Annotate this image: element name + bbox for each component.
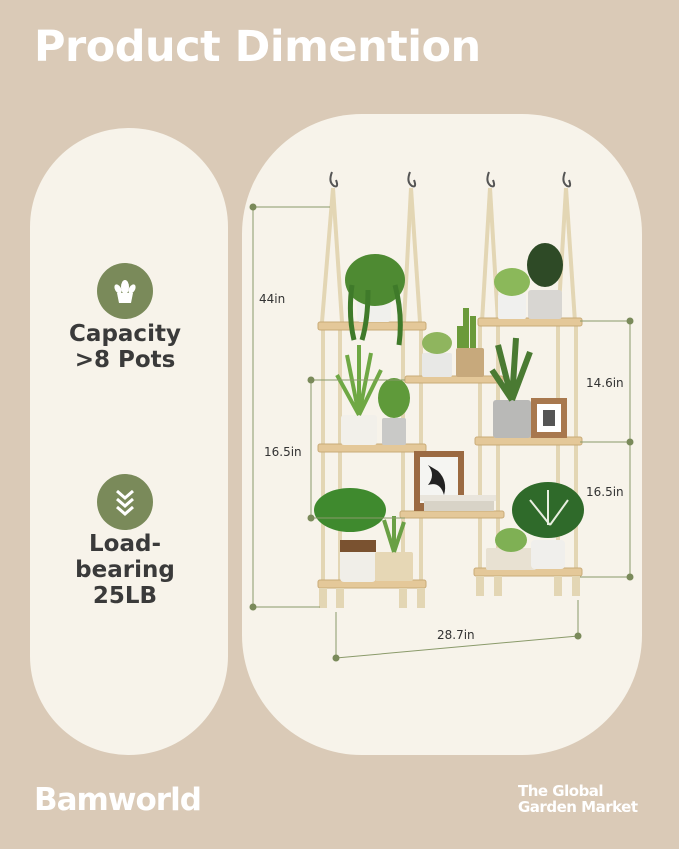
dim-label-right-upper: 14.6in (586, 376, 624, 390)
partner-line1: The Global (518, 782, 604, 800)
plants (314, 243, 584, 582)
feature-capacity-line2: >8 Pots (74, 347, 176, 373)
partner-logo: The Global Garden Market (518, 783, 638, 815)
feature-load-line1: Load- (89, 531, 161, 557)
feature-load-line3: 25LB (92, 583, 158, 609)
partner-line2: Garden Market (518, 798, 638, 816)
dim-label-left-gap: 16.5in (264, 445, 302, 459)
dim-label-height: 44in (259, 292, 285, 306)
rope-tassels (319, 576, 580, 608)
dimension-lines (252, 206, 631, 660)
feature-load-bearing: Load- bearing 25LB (30, 531, 220, 609)
brand-logo: Bamworld (34, 782, 202, 818)
potted-plant-icon (97, 263, 153, 319)
feature-load-line2: bearing (75, 557, 175, 583)
features-panel (30, 128, 228, 755)
dim-label-right-lower: 16.5in (586, 485, 624, 499)
dim-label-width: 28.7in (437, 628, 475, 642)
hook-icons (329, 171, 572, 188)
feature-capacity: Capacity >8 Pots (30, 321, 220, 373)
download-arrows-icon (97, 474, 153, 530)
dimension-markers (249, 203, 634, 662)
page-title: Product Dimention (34, 22, 481, 72)
feature-capacity-line1: Capacity (69, 321, 181, 347)
